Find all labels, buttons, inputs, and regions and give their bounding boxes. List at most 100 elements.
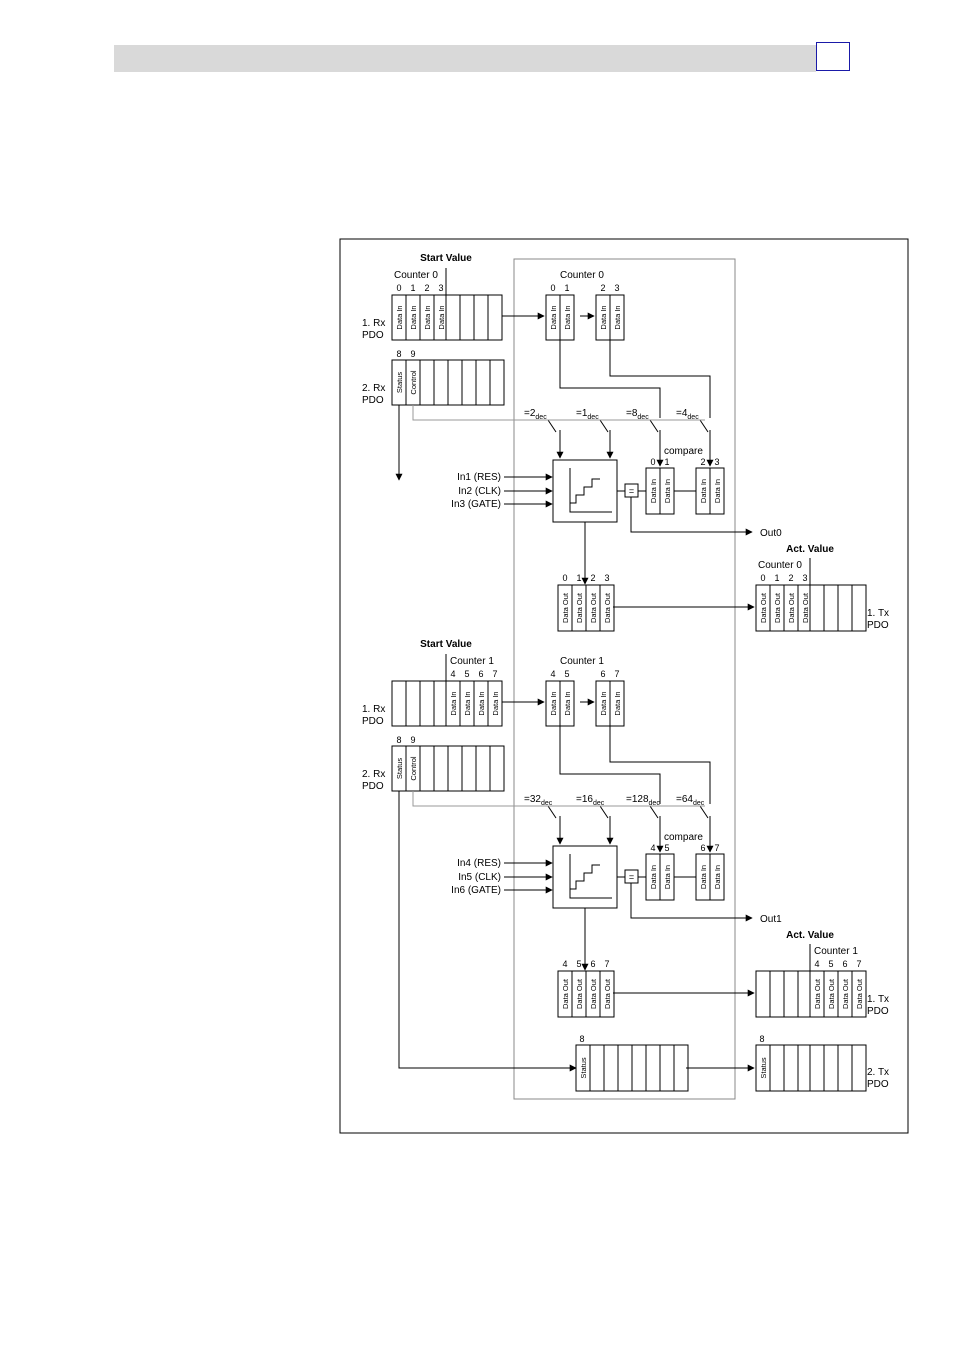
counter-label: Counter 0 bbox=[560, 270, 604, 281]
dec-subscript: dec bbox=[587, 414, 599, 421]
switch-label: =16dec bbox=[576, 794, 605, 807]
switch-label: =2dec bbox=[524, 408, 547, 421]
axis bbox=[569, 854, 612, 899]
counter-label: Counter 1 bbox=[450, 656, 494, 667]
compare-b-text: Data In bbox=[699, 479, 708, 503]
rx1-data-text: Data In bbox=[477, 691, 486, 715]
control-line bbox=[412, 405, 705, 421]
wire-a bbox=[559, 340, 661, 418]
tx1-data-text: Data Out bbox=[801, 592, 810, 623]
dec-subscript: dec bbox=[649, 800, 661, 807]
data-out-text: Data Out bbox=[589, 592, 598, 623]
tx1-empty-cell bbox=[769, 970, 785, 1018]
switch-blade bbox=[547, 419, 557, 433]
data-out-cell bbox=[599, 584, 615, 632]
index-label: 7 bbox=[856, 959, 861, 969]
status-reg-empty-cell bbox=[659, 1044, 675, 1092]
index-label: 7 bbox=[714, 843, 719, 853]
switch-blade bbox=[599, 805, 609, 819]
reg-b-text: Data In bbox=[599, 305, 608, 329]
rx1-empty-cell bbox=[419, 680, 435, 727]
compare-b-text: Data In bbox=[713, 865, 722, 889]
index-label: 4 bbox=[550, 669, 555, 679]
tx1-data-text: Data Out bbox=[855, 978, 864, 1009]
tx2-empty-b-cell bbox=[851, 1044, 867, 1092]
tx1-label: 1. Tx bbox=[867, 608, 889, 619]
rx2-empty-cell bbox=[447, 745, 463, 792]
dec-subscript: dec bbox=[693, 800, 705, 807]
compare-a-text: Data In bbox=[663, 865, 672, 889]
index-label: 5 bbox=[828, 959, 833, 969]
tx2-empty-b-cell bbox=[809, 1044, 825, 1092]
index-label: 8 bbox=[396, 349, 401, 359]
switch-label: =8dec bbox=[626, 408, 649, 421]
rx2-empty-cell bbox=[433, 359, 449, 406]
compare-a-text: Data In bbox=[649, 865, 658, 889]
status-reg-text: Status bbox=[579, 1057, 588, 1079]
tx1-data-text: Data Out bbox=[841, 978, 850, 1009]
index-label: 1 bbox=[774, 573, 779, 583]
out-wire bbox=[630, 883, 753, 922]
wire-a bbox=[559, 726, 661, 804]
counter-block bbox=[552, 845, 618, 909]
control-line bbox=[412, 791, 705, 807]
compare-a-text: Data In bbox=[649, 479, 658, 503]
reg-b-cell bbox=[609, 680, 625, 727]
compare-a-text: Data In bbox=[663, 479, 672, 503]
switch-blade bbox=[649, 805, 659, 819]
index-label: 6 bbox=[590, 959, 595, 969]
index-label: 0 bbox=[650, 457, 655, 467]
rx2-empty-cell bbox=[419, 359, 435, 406]
rx1-data-text: Data In bbox=[409, 305, 418, 329]
wire-b bbox=[609, 726, 711, 804]
counter-label: Counter 0 bbox=[394, 270, 438, 281]
rx1-empty-cell bbox=[473, 294, 489, 341]
rx2-empty-cell bbox=[461, 359, 477, 406]
rx2-empty-cell bbox=[419, 745, 435, 792]
start-value-title: Start Value bbox=[420, 639, 472, 650]
index-label: 8 bbox=[579, 1034, 584, 1044]
index-label: 4 bbox=[562, 959, 567, 969]
index-label: 6 bbox=[700, 843, 705, 853]
dec-subscript: dec bbox=[535, 414, 547, 421]
index-label: 2 bbox=[600, 283, 605, 293]
index-label: 8 bbox=[396, 735, 401, 745]
index-label: 6 bbox=[842, 959, 847, 969]
equal-sign: = bbox=[629, 486, 634, 496]
index-label: 4 bbox=[450, 669, 455, 679]
tx1-empty-cell bbox=[851, 584, 867, 632]
reg-b-text: Data In bbox=[613, 691, 622, 715]
index-label: 0 bbox=[396, 283, 401, 293]
tx1-empty-cell bbox=[837, 584, 853, 632]
switch-label: =128dec bbox=[626, 794, 660, 807]
input-label: In3 (GATE) bbox=[451, 499, 501, 510]
compare-b-text: Data In bbox=[699, 865, 708, 889]
input-label: In5 (CLK) bbox=[458, 872, 501, 883]
rx1-label: 1. Rx bbox=[362, 318, 385, 329]
start-value-title: Start Value bbox=[420, 253, 472, 264]
input-label: In4 (RES) bbox=[457, 858, 501, 869]
index-label: 3 bbox=[714, 457, 719, 467]
rx1-data-text: Data In bbox=[463, 691, 472, 715]
inner-frame bbox=[513, 258, 736, 1100]
rx1-empty-cell bbox=[405, 680, 421, 727]
header-box bbox=[816, 42, 850, 71]
act-value-title: Act. Value bbox=[786, 544, 834, 555]
compare-label: compare bbox=[664, 446, 703, 457]
rx1-pdo-label: PDO bbox=[362, 330, 384, 341]
status-reg-empty-cell bbox=[603, 1044, 619, 1092]
staircase bbox=[570, 478, 600, 504]
rx2-label: 2. Rx bbox=[362, 769, 385, 780]
input-label: In1 (RES) bbox=[457, 472, 501, 483]
reg-a-text: Data In bbox=[549, 305, 558, 329]
tx1-data-text: Data Out bbox=[787, 592, 796, 623]
index-label: 3 bbox=[614, 283, 619, 293]
rx1-empty-cell bbox=[391, 680, 407, 727]
index-label: 0 bbox=[550, 283, 555, 293]
outer-frame bbox=[339, 238, 909, 1134]
tx1-pdo-label: PDO bbox=[867, 1006, 889, 1017]
index-label: 2 bbox=[700, 457, 705, 467]
rx1-data-text: Data In bbox=[437, 305, 446, 329]
status-reg-empty-cell bbox=[673, 1044, 689, 1092]
index-label: 5 bbox=[576, 959, 581, 969]
